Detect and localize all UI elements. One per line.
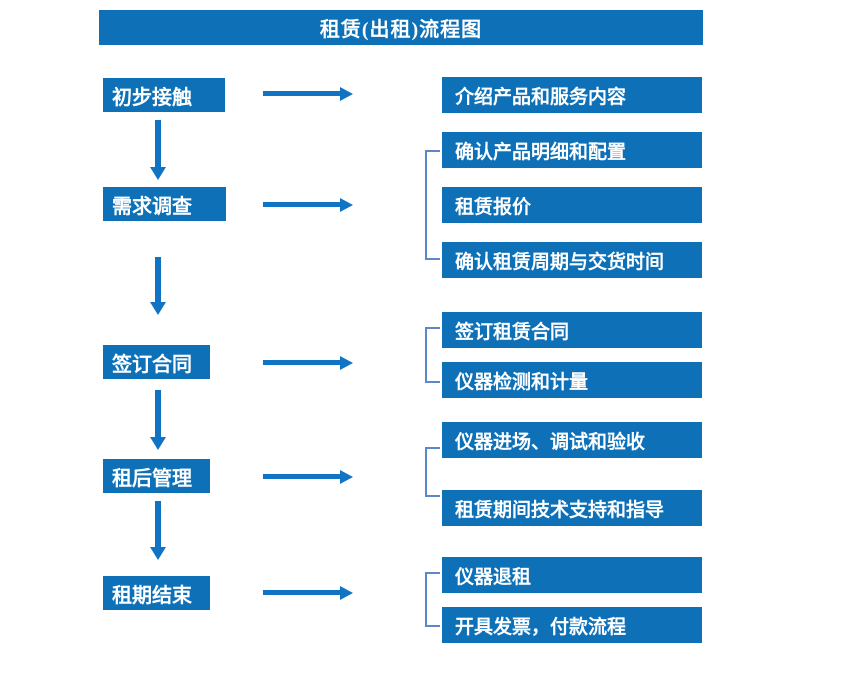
group-bracket: [425, 447, 440, 497]
detail-invoice-payment: 开具发票，付款流程: [442, 607, 702, 643]
down-arrow-icon: [150, 257, 166, 315]
right-arrow-icon: [263, 355, 353, 370]
down-arrow-icon: [150, 120, 166, 180]
down-arrow-icon: [150, 390, 166, 450]
group-bracket: [425, 150, 440, 260]
group-bracket: [425, 572, 440, 627]
detail-tech-support-guidance: 租赁期间技术支持和指导: [442, 490, 702, 526]
detail-rental-quotation: 租赁报价: [442, 187, 702, 223]
detail-confirm-period-delivery: 确认租赁周期与交货时间: [442, 242, 702, 278]
detail-instrument-testing: 仪器检测和计量: [442, 362, 702, 398]
detail-confirm-product-config: 确认产品明细和配置: [442, 132, 702, 168]
flowchart-title: 租赁(出租)流程图: [99, 10, 703, 45]
right-arrow-icon: [263, 197, 353, 212]
right-arrow-icon: [263, 86, 353, 101]
step-initial-contact: 初步接触: [103, 78, 225, 112]
detail-introduce-products: 介绍产品和服务内容: [442, 77, 702, 113]
detail-instrument-setup-acceptance: 仪器进场、调试和验收: [442, 422, 702, 458]
group-bracket: [425, 327, 440, 383]
right-arrow-icon: [263, 585, 353, 600]
step-sign-contract: 签订合同: [103, 345, 210, 379]
down-arrow-icon: [150, 501, 166, 560]
step-rental-end: 租期结束: [103, 576, 210, 610]
step-post-rental-management: 租后管理: [103, 459, 210, 493]
detail-instrument-return: 仪器退租: [442, 557, 702, 593]
right-arrow-icon: [263, 469, 353, 484]
step-demand-survey: 需求调查: [103, 187, 226, 221]
detail-sign-rental-contract: 签订租赁合同: [442, 312, 702, 348]
